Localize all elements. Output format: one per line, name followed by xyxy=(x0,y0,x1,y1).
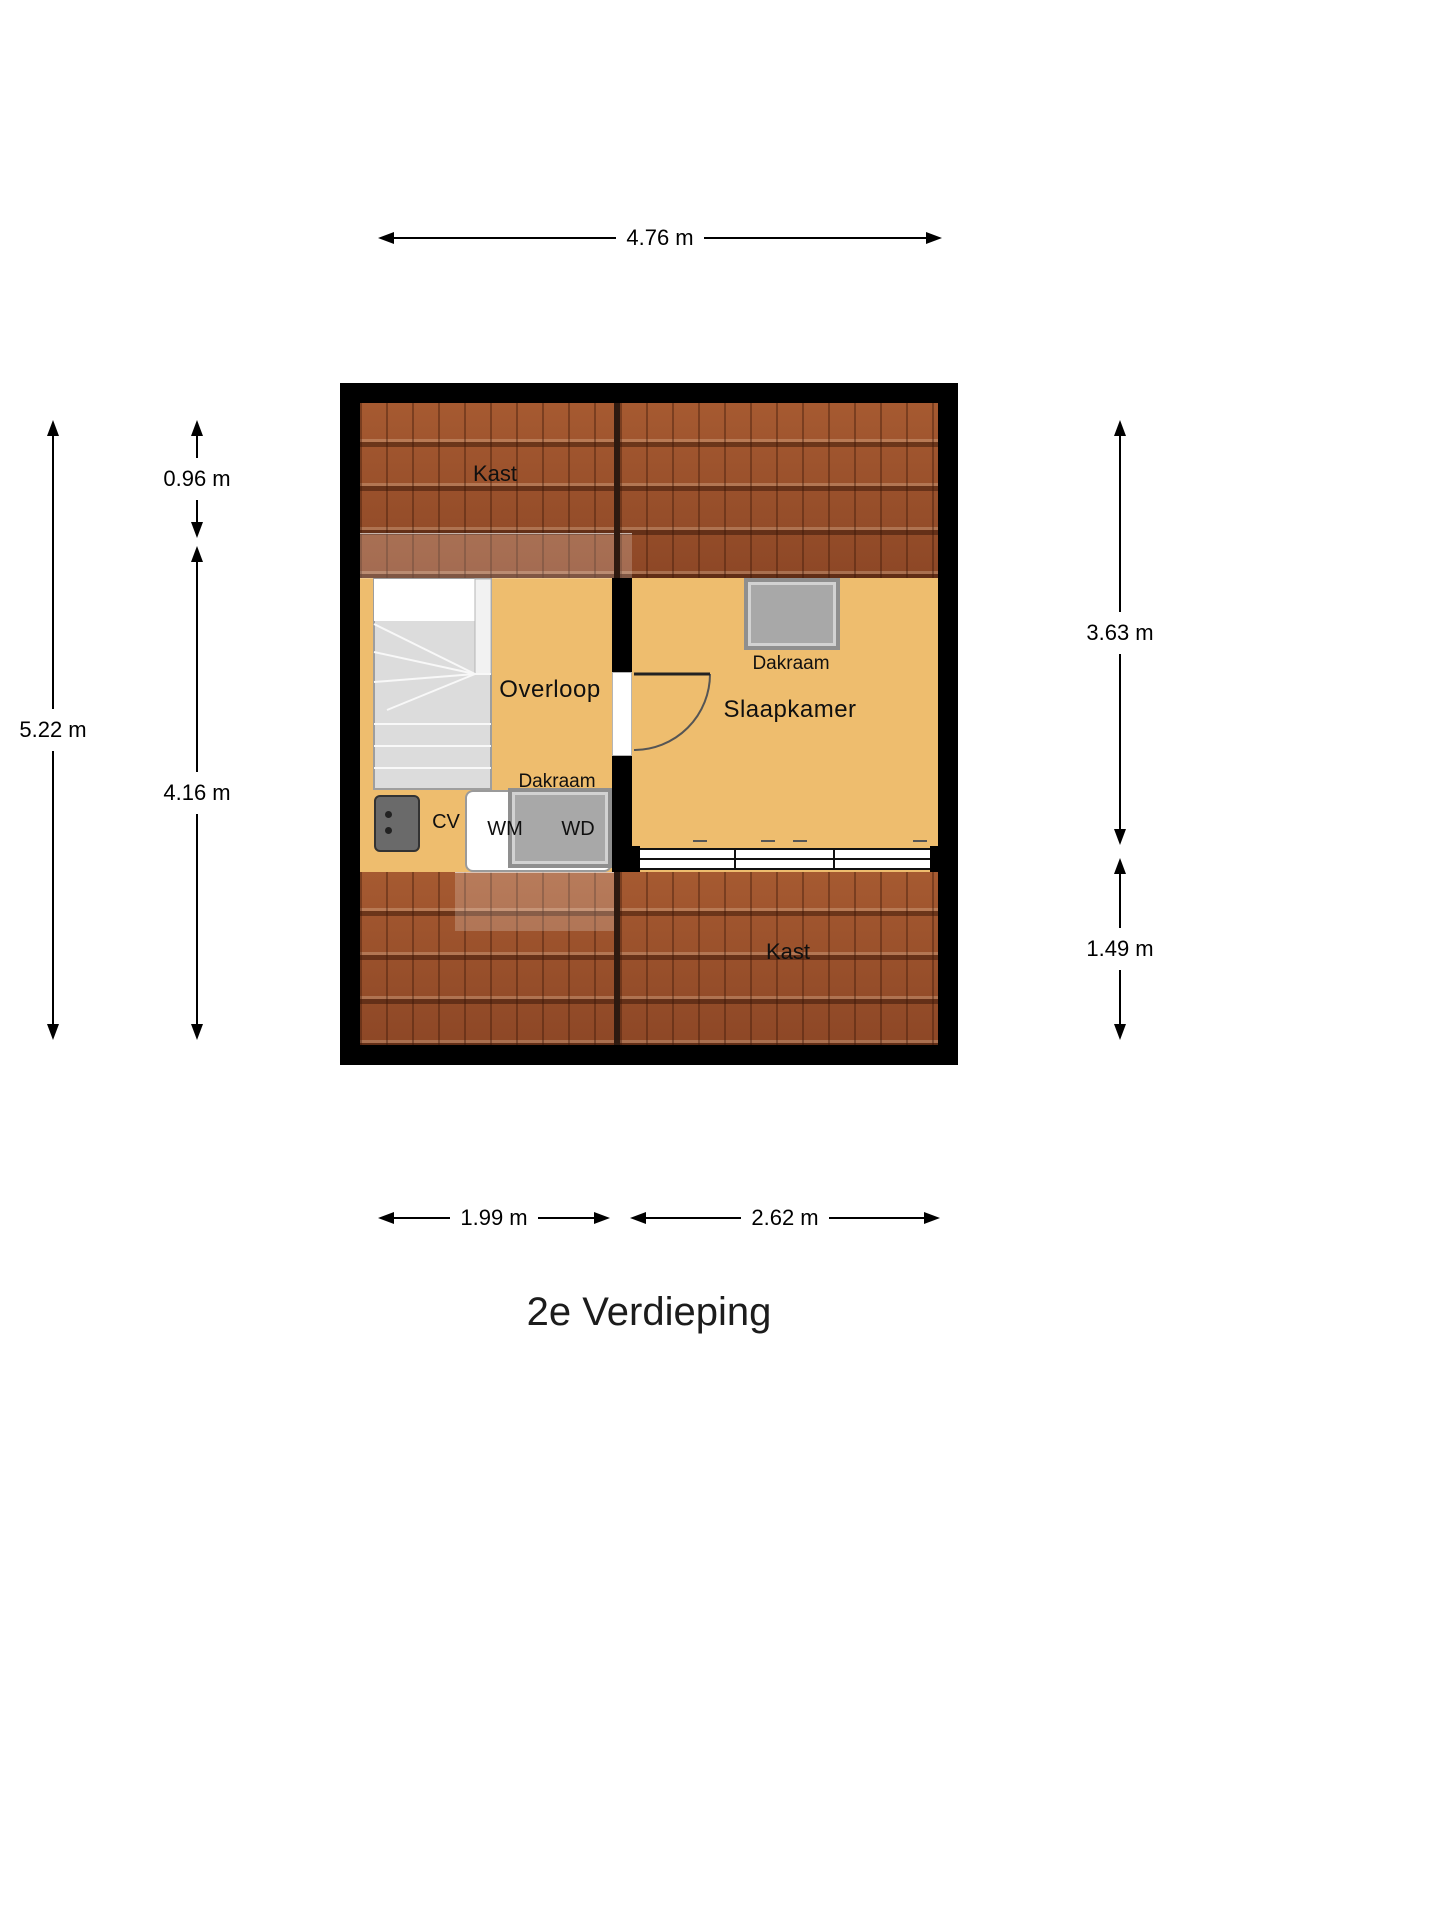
dimension-label: 4.76 m xyxy=(626,225,694,250)
roof-tiles-top xyxy=(360,403,938,579)
door-opening xyxy=(612,672,632,756)
window-division xyxy=(733,850,736,868)
wm-label: WM xyxy=(487,818,523,840)
arrow-up-icon xyxy=(191,546,203,562)
skylight-label-overloop: Dakraam xyxy=(518,771,596,792)
dimension-line xyxy=(537,1217,595,1219)
dimension-right-lower: 1.49 m xyxy=(1083,858,1157,1040)
skylight-label-slaapkamer: Dakraam xyxy=(752,653,830,674)
roof-edge-overlay xyxy=(455,872,620,931)
dimension-left-lower: 4.16 m xyxy=(160,546,234,1040)
dimension-line xyxy=(52,436,54,709)
divider-wall-upper xyxy=(612,578,632,672)
arrow-right-icon xyxy=(594,1212,611,1224)
window-division xyxy=(833,850,836,868)
dimension-left-total: 5.22 m xyxy=(16,420,90,1040)
dimension-label: 1.99 m xyxy=(460,1205,528,1230)
window-slaapkamer xyxy=(631,846,938,874)
cv-knob-icon xyxy=(385,811,392,818)
divider-wall-lower xyxy=(612,756,632,872)
dimension-line xyxy=(828,1217,925,1219)
door-swing-icon xyxy=(633,672,711,751)
stairs xyxy=(373,578,492,790)
arrow-down-icon xyxy=(47,1024,59,1040)
dimension-label: 3.63 m xyxy=(1086,619,1154,645)
roof-tiles-bottom xyxy=(360,872,938,1045)
dimension-bottom-right: 2.62 m xyxy=(630,1205,941,1231)
window-tick xyxy=(693,840,707,842)
arrow-up-icon xyxy=(1114,420,1126,436)
room-label-slaapkamer: Slaapkamer xyxy=(723,696,857,723)
plan-interior: Kast Overloop xyxy=(360,403,938,1045)
dimension-line xyxy=(196,436,198,458)
dimension-line xyxy=(1119,436,1121,612)
dimension-label: 2.62 m xyxy=(751,1205,819,1230)
skylight-overloop xyxy=(508,788,612,868)
room-label-kast-top: Kast xyxy=(472,461,518,486)
dimension-line xyxy=(196,562,198,772)
dimension-line xyxy=(1119,653,1121,829)
skylight-slaapkamer xyxy=(744,578,840,650)
arrow-up-icon xyxy=(191,420,203,436)
arrow-left-icon xyxy=(630,1212,646,1224)
dimension-right-upper: 3.63 m xyxy=(1083,420,1157,845)
room-label-kast-bottom: Kast xyxy=(765,939,811,964)
dimension-line xyxy=(52,751,54,1024)
arrow-right-icon xyxy=(926,232,943,244)
dimension-line xyxy=(196,500,198,522)
cv-knob-icon xyxy=(385,827,392,834)
window-tick xyxy=(793,840,807,842)
cv-boiler xyxy=(374,795,420,852)
dimension-bottom-left: 1.99 m xyxy=(378,1205,611,1231)
arrow-down-icon xyxy=(1114,1024,1126,1040)
wall-stub xyxy=(631,846,640,874)
dimension-line xyxy=(394,1217,451,1219)
window-tick xyxy=(913,840,927,842)
arrow-down-icon xyxy=(191,522,203,538)
arrow-left-icon xyxy=(378,1212,394,1224)
arrow-down-icon xyxy=(1114,829,1126,845)
dimension-line xyxy=(196,814,198,1024)
dimension-line xyxy=(646,1217,742,1219)
dimension-label: 5.22 m xyxy=(19,717,87,742)
arrow-down-icon xyxy=(191,1024,203,1040)
wd-label: WD xyxy=(561,818,595,840)
dimension-line xyxy=(703,237,927,239)
dimension-label: 0.96 m xyxy=(163,466,231,491)
dimension-label: 4.16 m xyxy=(163,780,231,805)
roof-edge-overlay xyxy=(360,533,632,579)
arrow-up-icon xyxy=(47,420,59,436)
arrow-right-icon xyxy=(924,1212,941,1224)
wall-seam-bottom xyxy=(614,872,620,1045)
cv-label: CV xyxy=(432,811,460,833)
arrow-up-icon xyxy=(1114,858,1126,874)
window-glass-line xyxy=(634,858,936,860)
dimension-label: 1.49 m xyxy=(1086,936,1154,961)
floor-plan: Kast Overloop xyxy=(340,383,958,1065)
page-title: 2e Verdieping xyxy=(526,1290,772,1334)
wall-stub xyxy=(930,846,938,874)
room-label-overloop: Overloop xyxy=(499,676,601,703)
arrow-left-icon xyxy=(378,232,394,244)
dimension-line xyxy=(1119,970,1121,1024)
dimension-top-width: 4.76 m xyxy=(378,225,943,251)
dimension-line xyxy=(1119,874,1121,928)
window-tick xyxy=(761,840,775,842)
wall-seam-top xyxy=(614,403,620,578)
dimension-line xyxy=(394,237,617,239)
dimension-left-upper: 0.96 m xyxy=(160,420,234,538)
